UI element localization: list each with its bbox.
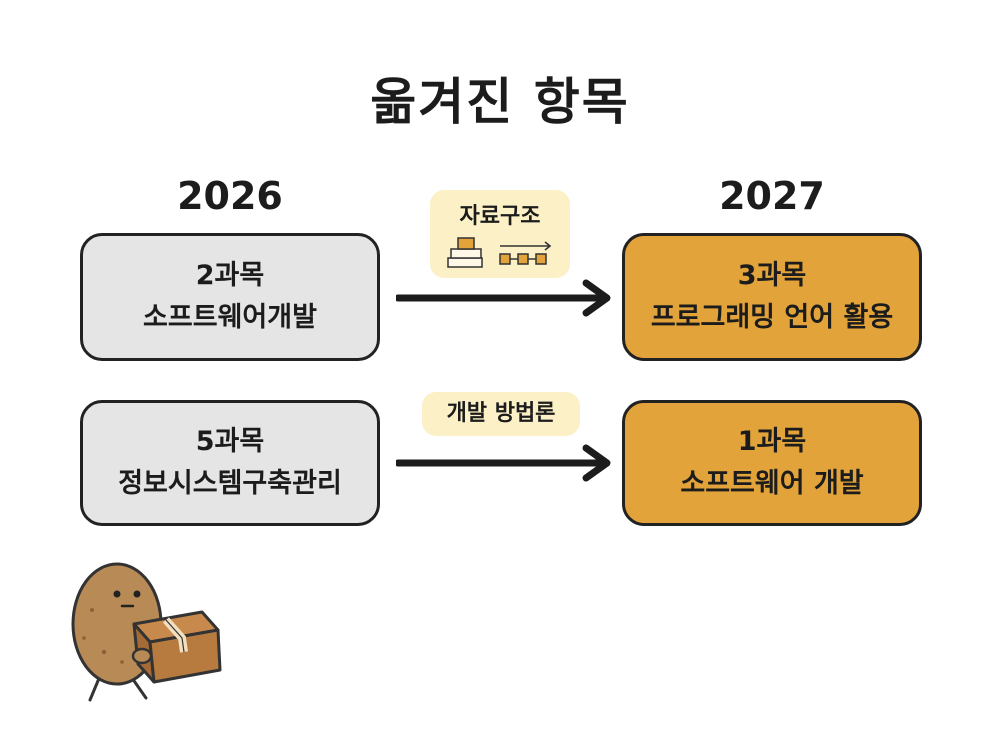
to-box-subject-name: 소프트웨어 개발 <box>680 468 864 499</box>
data-structure-arrow-icon <box>499 241 552 265</box>
page-title: 옮겨진 항목 <box>370 73 630 131</box>
moved-item-tag-data-structure: 자료구조 <box>430 190 570 278</box>
to-box-subject-name: 프로그래밍 언어 활용 <box>650 302 894 333</box>
year-2026-heading: 2026 <box>177 174 283 218</box>
from-box-subject-number: 5과목 <box>195 426 265 457</box>
to-box-software-development: 1과목 소프트웨어 개발 <box>622 400 922 526</box>
stacked-boxes-icon <box>447 237 552 268</box>
tag-label: 자료구조 <box>459 204 541 229</box>
arrow-row-1 <box>396 279 611 317</box>
from-box-subject-number: 2과목 <box>195 260 265 291</box>
to-box-programming-language: 3과목 프로그래밍 언어 활용 <box>622 233 922 361</box>
from-box-information-system: 5과목 정보시스템구축관리 <box>80 400 380 526</box>
from-box-subject-name: 소프트웨어개발 <box>143 302 317 333</box>
from-box-software-development: 2과목 소프트웨어개발 <box>80 233 380 361</box>
arrow-row-2 <box>396 444 611 482</box>
to-box-subject-number: 1과목 <box>737 426 807 457</box>
to-box-subject-number: 3과목 <box>737 260 807 291</box>
moved-item-tag-development-methodology: 개발 방법론 <box>422 392 580 436</box>
from-box-subject-name: 정보시스템구축관리 <box>118 468 342 499</box>
potato-mascot-icon <box>71 562 222 702</box>
year-2027-heading: 2027 <box>719 174 825 218</box>
